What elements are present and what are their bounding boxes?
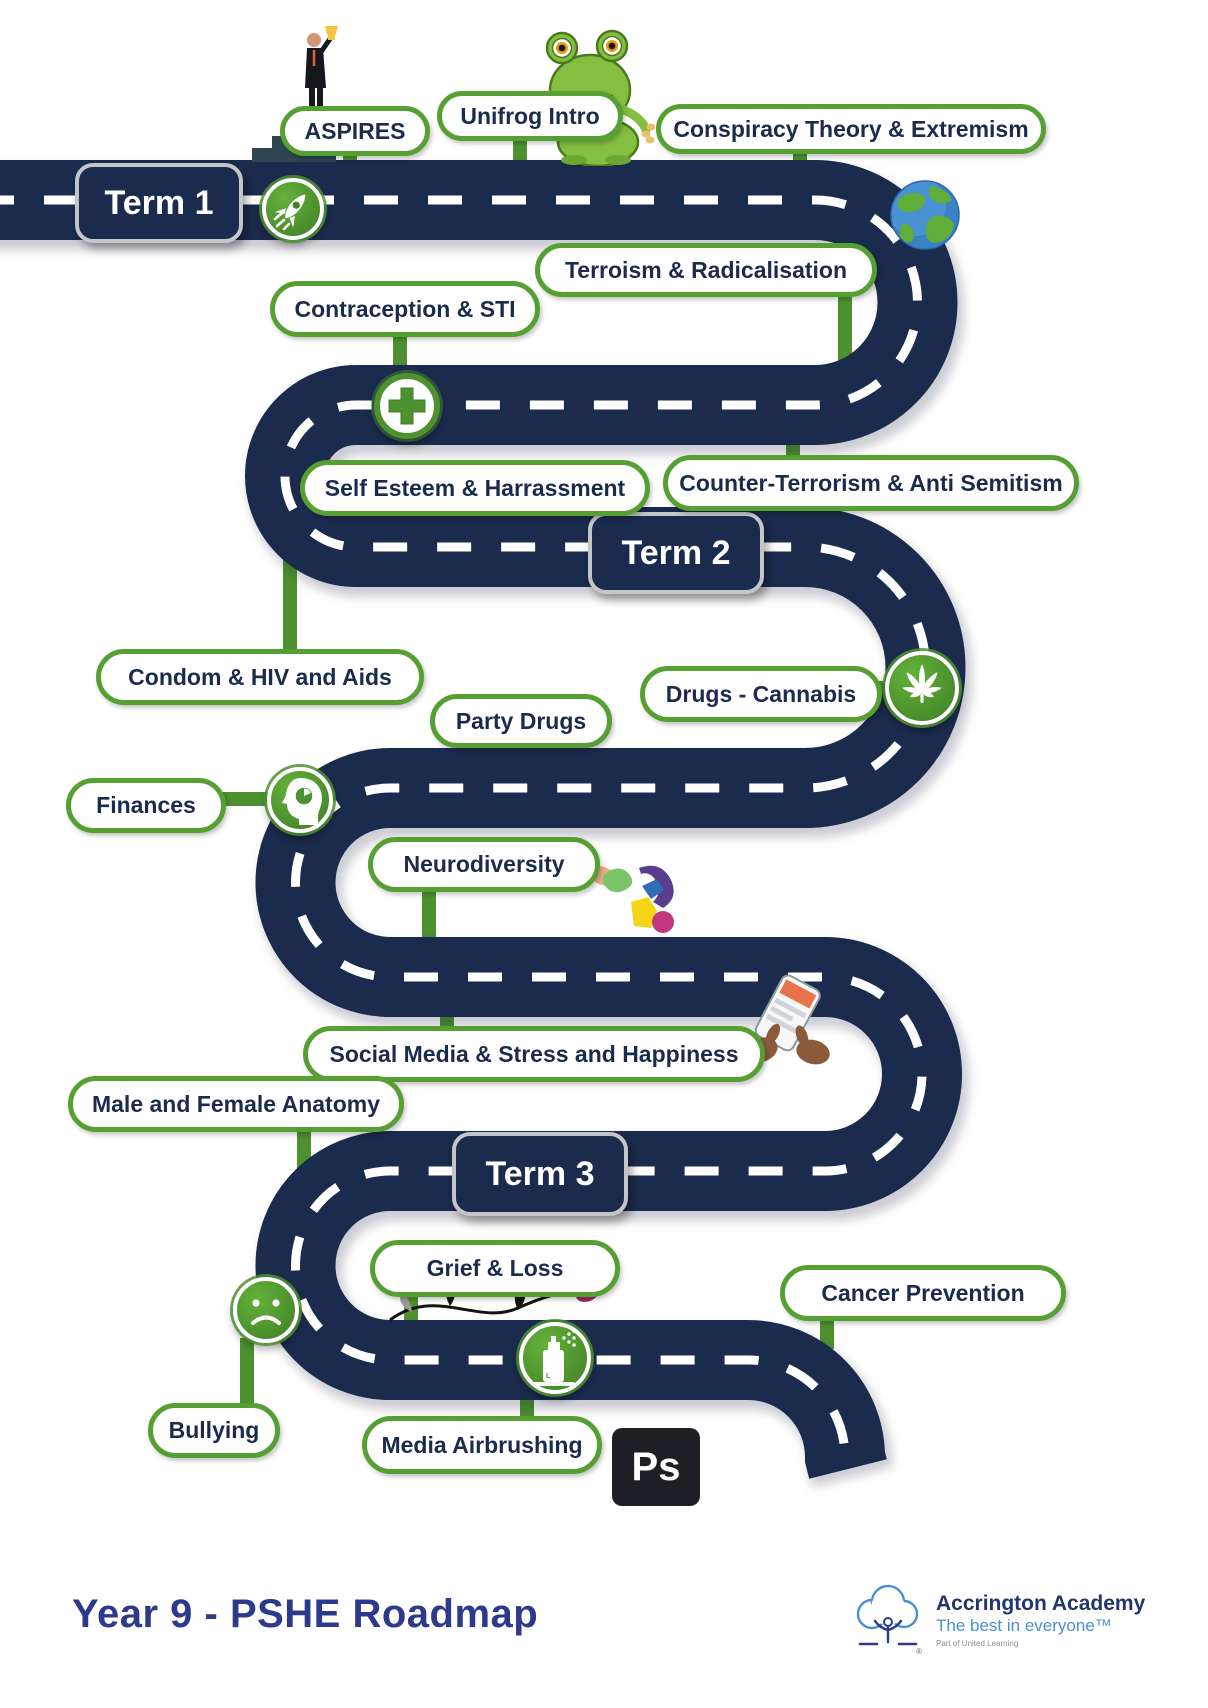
head-clock-icon (267, 767, 333, 833)
term-2-badge: Term 2 (588, 512, 764, 594)
topic-pill-aspires: ASPIRES (280, 106, 430, 156)
topic-label: Social Media & Stress and Happiness (329, 1040, 739, 1067)
term-3-badge: Term 3 (452, 1132, 628, 1216)
topic-label: Counter-Terrorism & Anti Semitism (679, 469, 1063, 496)
topic-label: Contraception & STI (294, 295, 516, 322)
school-tagline: The best in everyone™ (936, 1616, 1112, 1636)
topic-label: Bullying (168, 1417, 260, 1443)
school-logo-text: Accrington Academy The best in everyone™… (936, 1582, 1145, 1648)
school-name: Accrington Academy (936, 1592, 1146, 1615)
topic-pill-party-drugs: Party Drugs (430, 694, 612, 748)
term-2-label: Term 2 (621, 533, 731, 572)
globe-icon (890, 180, 960, 250)
topic-pill-social-media: Social Media & Stress and Happiness (303, 1026, 765, 1082)
term-1-badge: Term 1 (75, 163, 243, 243)
connector-stem (838, 281, 852, 365)
topic-pill-drugs-cannabis: Drugs - Cannabis (640, 666, 882, 722)
topic-pill-self-esteem: Self Esteem & Harrassment (300, 460, 650, 516)
topic-label: Finances (96, 792, 196, 818)
topic-pill-contraception-sti: Contraception & STI (270, 281, 540, 337)
topic-label: Conspiracy Theory & Extremism (673, 115, 1029, 142)
topic-pill-conspiracy-theory: Conspiracy Theory & Extremism (656, 104, 1046, 154)
topic-label: Drugs - Cannabis (665, 680, 857, 707)
topic-label: Male and Female Anatomy (91, 1090, 380, 1117)
spray-can-glyph: L (533, 1329, 576, 1386)
topic-label: Self Esteem & Harrassment (324, 474, 626, 501)
topic-pill-finances: Finances (66, 778, 226, 833)
school-subline: Part of United Learning (936, 1639, 1019, 1649)
school-logo: ® Accrington Academy The best in everyon… (848, 1582, 1208, 1668)
photoshop-label: Ps (631, 1444, 681, 1489)
topic-pill-condom-hiv: Condom & HIV and Aids (96, 649, 424, 705)
topic-pill-counter-terrorism: Counter-Terrorism & Anti Semitism (663, 455, 1079, 511)
photoshop-icon: Ps (612, 1428, 700, 1506)
page-title: Year 9 - PSHE Roadmap (72, 1592, 539, 1636)
topic-pill-media-airbrushing: Media Airbrushing (362, 1416, 602, 1474)
topic-label: Unifrog Intro (460, 102, 600, 129)
topic-label: Cancer Prevention (821, 1279, 1025, 1306)
cannabis-glyph (902, 664, 942, 703)
svg-text:L: L (546, 1373, 551, 1380)
topic-label: ASPIRES (304, 117, 406, 144)
topic-pill-neurodiversity: Neurodiversity (368, 837, 600, 892)
topic-pill-bullying: Bullying (148, 1403, 280, 1458)
spray-can-icon: L (519, 1322, 591, 1394)
rocket-icon (262, 178, 324, 240)
rocket-glyph (273, 194, 306, 231)
topic-label: Neurodiversity (403, 851, 565, 877)
connector-stem (240, 1338, 254, 1406)
topic-label: Terroism & Radicalisation (564, 256, 848, 283)
medical-cross-icon (374, 373, 440, 439)
term-3-label: Term 3 (485, 1154, 595, 1193)
topic-pill-anatomy: Male and Female Anatomy (68, 1076, 404, 1132)
head-clock-glyph (282, 778, 322, 825)
connector-stem (422, 878, 436, 940)
topic-label: Condom & HIV and Aids (128, 663, 392, 690)
topic-pill-cancer-prevention: Cancer Prevention (780, 1265, 1066, 1321)
sad-face-icon (233, 1277, 299, 1343)
sad-face-glyph (251, 1299, 281, 1325)
topic-pill-terroism-radicalisation: Terroism & Radicalisation (535, 243, 877, 297)
tree-logo-icon: ® (856, 1584, 922, 1656)
cross-glyph (388, 387, 426, 425)
topic-pill-grief-loss: Grief & Loss (370, 1240, 620, 1297)
registered-mark: ® (916, 1647, 922, 1656)
topic-pill-unifrog-intro: Unifrog Intro (437, 91, 623, 141)
topic-label: Media Airbrushing (381, 1431, 583, 1458)
term-1-label: Term 1 (104, 183, 214, 222)
topic-label: Grief & Loss (426, 1255, 564, 1281)
cannabis-leaf-icon (885, 651, 959, 725)
topic-label: Party Drugs (455, 707, 587, 734)
